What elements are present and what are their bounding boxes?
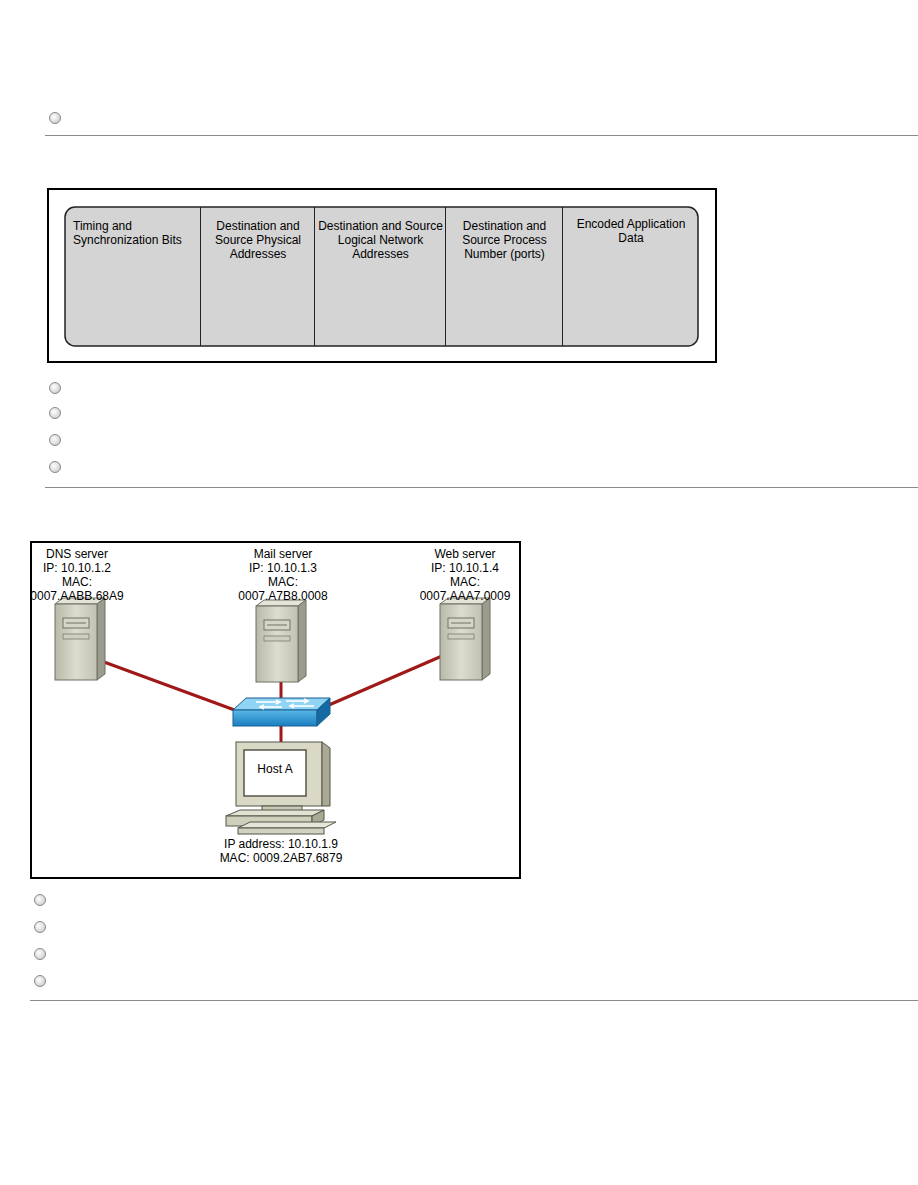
frame-field: Destination and Source Process Number (p… (445, 207, 562, 346)
node-label: Web server (415, 547, 515, 561)
server-node: Web serverIP: 10.10.1.4MAC: 0007.AAA7.00… (410, 545, 520, 685)
node-detail: MAC: 0009.2AB7.6879 (196, 851, 366, 865)
server-node: Mail serverIP: 10.10.1.3MAC: 0007.A7B8.0… (233, 545, 333, 685)
node-label: Destination and Source Logical Network A… (318, 219, 443, 261)
node-detail: IP: 10.10.1.3 (233, 561, 333, 575)
node-label: DNS server (27, 547, 127, 561)
node-label: Encoded Application Data (566, 217, 696, 245)
node-label: Mail server (233, 547, 333, 561)
node-label: Timing and Synchronization Bits (73, 219, 197, 247)
frame-field: Timing and Synchronization Bits (65, 207, 200, 346)
node-label: Destination and Source Process Number (p… (449, 219, 560, 261)
server-node: DNS serverIP: 10.10.1.2MAC: 0007.AABB.68… (22, 545, 132, 685)
node-detail: MAC: 0007.AABB.68A9 (27, 575, 127, 603)
node-detail: IP: 10.10.1.4 (415, 561, 515, 575)
node-label: Destination and Source Physical Addresse… (204, 219, 312, 261)
host-node: Host A IP address: 10.10.1.9MAC: 0009.2AB… (196, 740, 366, 874)
node-detail: MAC: 0007.A7B8.0008 (233, 575, 333, 603)
node-label: Host A (246, 762, 304, 776)
node-detail: IP: 10.10.1.2 (27, 561, 127, 575)
node-detail: MAC: 0007.AAA7.0009 (415, 575, 515, 603)
frame-field: Destination and Source Physical Addresse… (200, 207, 314, 346)
frame-field: Destination and Source Logical Network A… (314, 207, 445, 346)
frame-field: Encoded Application Data (562, 207, 698, 346)
node-detail: IP address: 10.10.1.9 (196, 837, 366, 851)
